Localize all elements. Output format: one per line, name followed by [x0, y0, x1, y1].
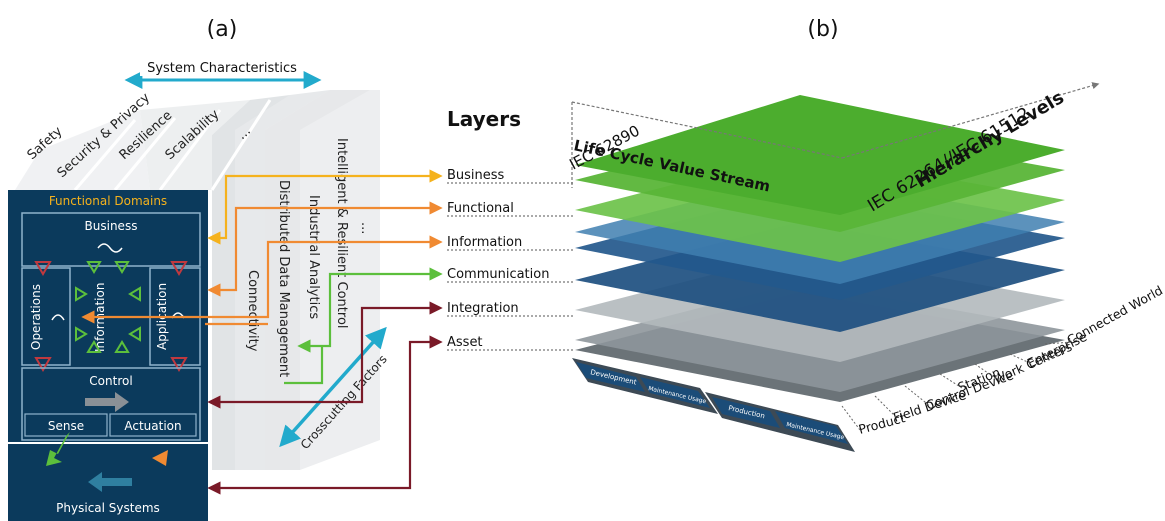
operations-domain-label: Operations [29, 284, 43, 350]
mapping-arrows [81, 169, 443, 495]
operations-icon [51, 314, 65, 321]
layer-integration: Integration [447, 301, 519, 316]
crosscutting-connectivity: Connectivity [245, 270, 260, 352]
life-cycle-axis [571, 101, 843, 159]
hierarchy-level-leaders [841, 341, 1073, 431]
layers-title: Layers [447, 107, 521, 131]
layer-business: Business [447, 168, 505, 183]
layer-stack [575, 95, 1065, 402]
panel-a-label: (a) [207, 17, 238, 42]
layer-functional: Functional [447, 201, 514, 216]
control-domain-label: Control [89, 374, 132, 388]
actuation-box [109, 413, 197, 437]
actuation-label: Actuation [124, 419, 181, 433]
crosscutting-more: ... [358, 222, 373, 234]
business-domain-label: Business [85, 219, 138, 233]
type-label: Type [639, 402, 657, 414]
control-cycle-icon [85, 392, 129, 412]
layer-labels: Business Functional Information Communic… [447, 168, 549, 350]
crosscutting-analytics: Industrial Analytics [306, 195, 321, 319]
control-domain [21, 367, 201, 441]
physical-systems-label: Physical Systems [56, 501, 160, 515]
layer-asset: Asset [447, 335, 483, 350]
lifecycle-phase-type: Development Maintenance Usage Type [572, 358, 718, 414]
layer-slab-top [575, 95, 1065, 215]
functional-domains-block: Functional Domains Business Operations A… [8, 190, 208, 521]
panel-b-label: (b) [807, 17, 838, 42]
sense-arrow-icon [46, 432, 70, 466]
instance-label: Instance [772, 440, 803, 454]
actuation-arrow-icon [150, 432, 168, 466]
layer-information: Information [447, 235, 522, 250]
functional-domains-title: Functional Domains [49, 194, 167, 208]
level-connected-world: Connected World [1064, 283, 1165, 348]
physical-cycle-icon [88, 472, 132, 492]
lifecycle-phase-instance: Production Maintenance Usage Instance [705, 392, 855, 455]
asset-mapping-arrow [207, 335, 443, 495]
crosscutting-data-management: Distributed Data Management [276, 180, 291, 377]
system-characteristics-label: System Characteristics [147, 61, 297, 76]
layer-communication: Communication [447, 267, 549, 282]
layer-dotted-leaders [447, 182, 575, 351]
hierarchy-axis [841, 82, 1100, 159]
sense-label: Sense [48, 419, 84, 433]
crosscutting-control: Intelligent & Resilient Control [334, 138, 349, 329]
information-mapping-arrow [81, 235, 443, 324]
